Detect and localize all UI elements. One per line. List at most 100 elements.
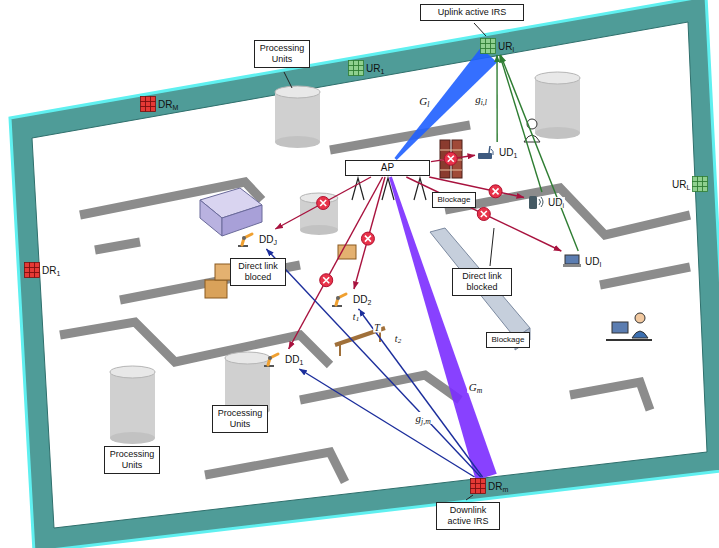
blocked-mark-circle xyxy=(489,185,502,198)
blocked-mark-cross xyxy=(365,236,371,242)
callout-text: Direct link blocked xyxy=(456,271,508,293)
motion-label: T xyxy=(373,322,381,333)
blocked-mark-circle xyxy=(444,152,457,165)
irs-element xyxy=(35,273,40,278)
processing-unit-cylinder xyxy=(535,127,580,139)
channel-label: Gl xyxy=(417,95,431,107)
irs-element xyxy=(35,263,40,268)
cardboard-boxes xyxy=(205,280,227,298)
irs-element xyxy=(146,107,151,112)
irs-element xyxy=(486,39,491,44)
blocked-mark xyxy=(361,232,374,245)
callout-box: Blockage xyxy=(432,192,476,208)
callout-text: Blockage xyxy=(490,335,526,345)
corridor xyxy=(60,322,330,365)
irs-element xyxy=(349,71,354,76)
irs-element xyxy=(471,484,476,489)
irs-element xyxy=(491,49,496,54)
leader-line xyxy=(466,495,473,500)
robot-icon-part xyxy=(268,354,278,365)
irs-node: DRm xyxy=(470,478,508,494)
corridor xyxy=(95,242,140,250)
motion-label: t1 xyxy=(352,311,360,322)
phone-icon xyxy=(525,193,545,211)
node-label: UD1 xyxy=(498,147,518,158)
callout-box: Direct link blocked xyxy=(452,268,512,296)
channel-label: gi,l xyxy=(473,92,489,104)
corridor xyxy=(300,375,460,400)
irs-element xyxy=(698,187,703,192)
device-node: UDI xyxy=(562,252,602,270)
callout-text: Downlink active IRS xyxy=(440,505,496,527)
callout-box: Blockage xyxy=(486,332,530,348)
irs-element xyxy=(354,71,359,76)
irs-panel xyxy=(348,60,364,76)
blocked-mark-cross xyxy=(448,156,454,162)
blockage-server-rack xyxy=(440,170,462,171)
room-wall xyxy=(10,0,719,548)
node-label: DDJ xyxy=(258,234,278,245)
irs-element xyxy=(471,479,476,484)
irs-element xyxy=(25,268,30,273)
room-wall xyxy=(10,0,719,548)
robot-icon xyxy=(330,290,350,308)
channel-label: Gm xyxy=(467,381,485,393)
leader-line xyxy=(474,23,486,36)
irs-element xyxy=(486,49,491,54)
irs-node: DR1 xyxy=(24,262,60,278)
link-arrow xyxy=(354,177,385,289)
conveyor-machine xyxy=(200,188,262,236)
motion-label: t2 xyxy=(394,333,402,344)
irs-element xyxy=(693,177,698,182)
room-wall xyxy=(32,22,707,528)
processing-unit-cylinder xyxy=(110,366,155,378)
blockage-server-rack xyxy=(440,140,462,178)
work-table xyxy=(339,345,341,356)
robot-icon-part xyxy=(242,236,246,240)
irs-element xyxy=(481,39,486,44)
processing-unit-cylinder xyxy=(225,352,270,364)
blocked-mark-cross xyxy=(323,277,329,283)
irs-element xyxy=(481,484,486,489)
irs-element xyxy=(354,66,359,71)
corridor xyxy=(445,188,690,235)
irs-element xyxy=(25,273,30,278)
robot-icon-part xyxy=(336,296,340,300)
blocked-mark xyxy=(477,208,490,221)
blocked-mark xyxy=(320,274,333,287)
irs-element xyxy=(30,268,35,273)
irs-panel xyxy=(140,96,156,112)
node-label: URl xyxy=(498,41,514,52)
robot-icon-part xyxy=(242,234,252,245)
irs-element xyxy=(151,102,156,107)
irs-element xyxy=(359,61,364,66)
processing-unit-cylinder xyxy=(275,86,320,98)
irs-panel xyxy=(692,176,708,192)
irs-element xyxy=(471,489,476,494)
node-label: UR1 xyxy=(366,63,384,74)
processing-unit-cylinder xyxy=(535,72,580,84)
robot-icon-part xyxy=(336,294,346,305)
node-label: UDi xyxy=(547,197,565,208)
processing-unit-cylinder xyxy=(110,372,155,438)
callout-text: Processing Units xyxy=(108,449,156,471)
worker-figure xyxy=(612,322,628,333)
callout-text: Processing Units xyxy=(216,408,264,430)
irs-panel xyxy=(480,38,496,54)
irs-element xyxy=(146,102,151,107)
corridor xyxy=(600,267,690,285)
device-node: UDi xyxy=(525,193,565,211)
node-label: DR1 xyxy=(42,265,60,276)
router-icon-part xyxy=(478,153,492,159)
blocked-mark-circle xyxy=(320,274,333,287)
callout-box: Processing Units xyxy=(254,40,310,68)
device-node: DD1 xyxy=(262,350,304,368)
callout-box: Uplink active IRS xyxy=(420,4,524,21)
laptop-icon xyxy=(562,252,582,270)
leader-line xyxy=(490,228,494,266)
node-label: DD2 xyxy=(352,294,372,305)
processing-unit-cylinder xyxy=(275,136,320,148)
irs-node: DRM xyxy=(140,96,178,112)
irs-element xyxy=(703,187,708,192)
worker-figure xyxy=(606,339,652,341)
